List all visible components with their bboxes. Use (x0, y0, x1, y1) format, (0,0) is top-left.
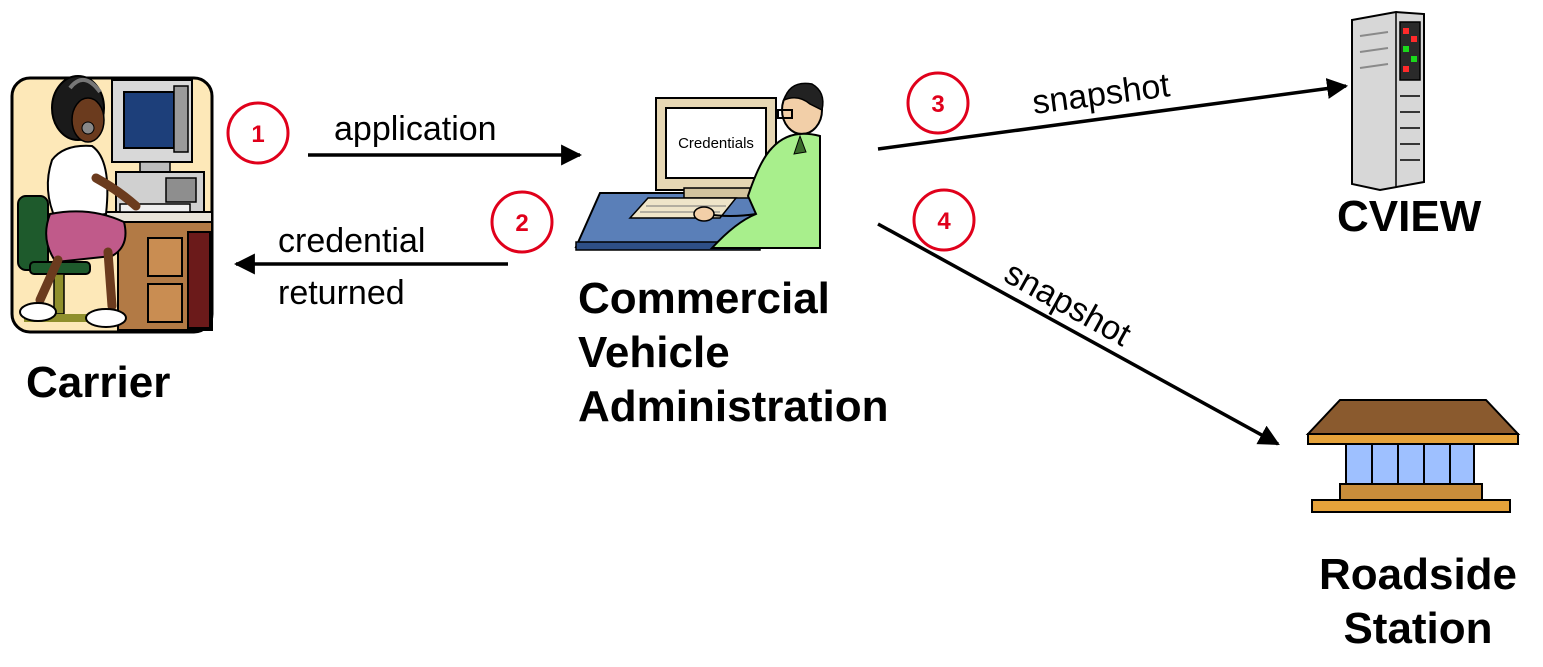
step-marker-2: 2 (490, 190, 554, 254)
actor-label-roadside: Roadside Station (1300, 548, 1536, 656)
actor-label-carrier: Carrier (26, 358, 171, 407)
cview-server-icon (1351, 10, 1425, 192)
roadside-line-1: Roadside (1318, 550, 1518, 599)
cva-line-1: Commercial (578, 274, 830, 323)
actor-label-cva: Commercial Vehicle Administration (578, 272, 888, 434)
cva-clipart-icon (574, 82, 824, 251)
label-application: application (334, 110, 497, 148)
roadside-line-2: Station (1343, 604, 1493, 653)
arrow-snapshot-roadside (877, 222, 1280, 446)
carrier-clipart-icon (10, 75, 214, 334)
screen-credentials-text: Credentials (678, 135, 754, 152)
actor-label-cview: CVIEW (1337, 192, 1482, 241)
step-number-3: 3 (931, 91, 944, 118)
cva-line-2: Vehicle (578, 328, 730, 377)
cva-line-3: Administration (578, 382, 889, 431)
label-snapshot-roadside: snapshot (998, 254, 1138, 354)
roadside-station-icon (1305, 399, 1521, 513)
label-returned: returned (278, 274, 405, 312)
step-marker-4: 4 (912, 188, 976, 252)
step-marker-3: 3 (906, 71, 970, 135)
step-number-1: 1 (251, 121, 264, 148)
step-number-2: 2 (515, 210, 528, 237)
label-credential: credential (278, 222, 425, 260)
step-marker-1: 1 (226, 101, 290, 165)
arrow-snapshot-cview (877, 78, 1349, 151)
step-number-4: 4 (937, 208, 951, 235)
